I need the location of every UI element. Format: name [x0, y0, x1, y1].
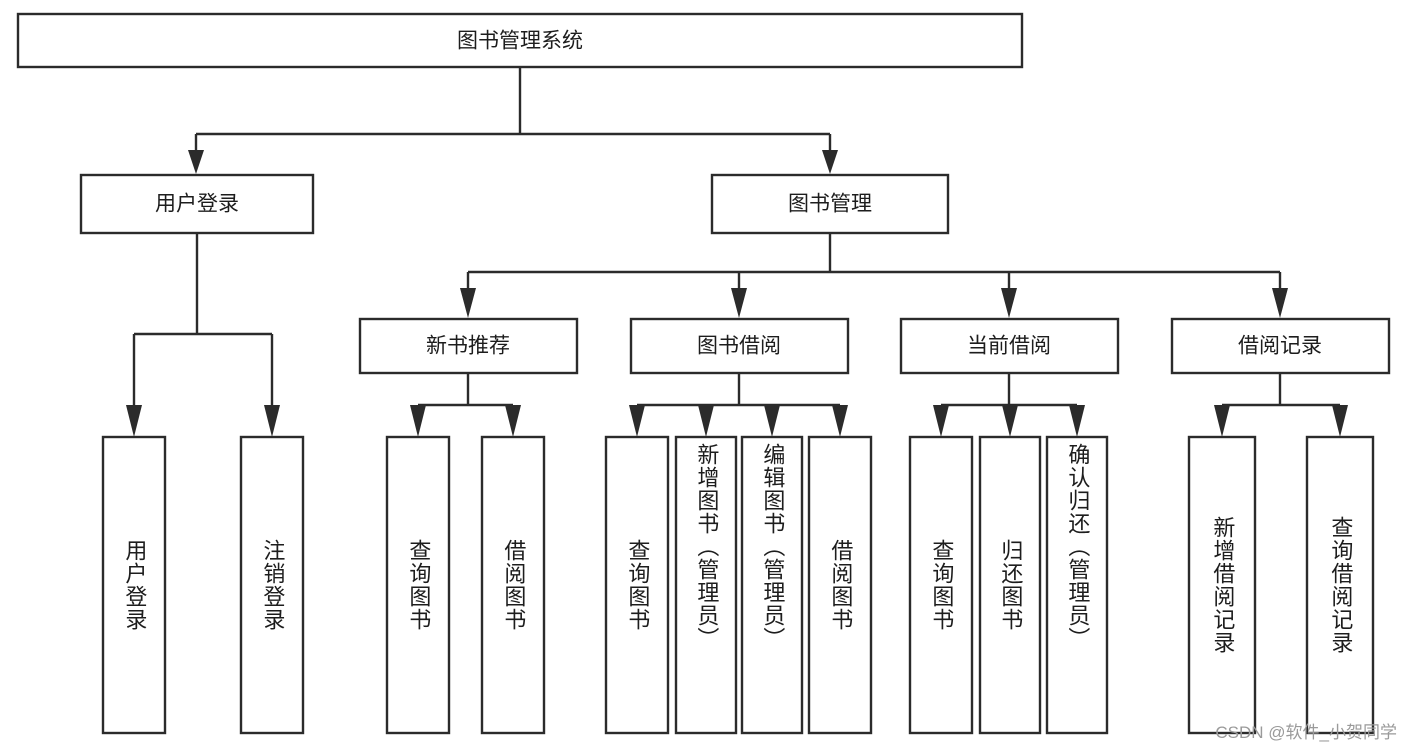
- leaf-box-query-book-3[interactable]: [908, 435, 974, 735]
- arrow-book-borrow: [731, 288, 747, 318]
- arrow-leaf-query-book-3: [933, 405, 949, 437]
- arrow-leaf-add-book-admin: [698, 405, 714, 437]
- current-borrow-label: 当前借阅: [967, 335, 1051, 358]
- current-borrow-box[interactable]: [899, 317, 1120, 375]
- arrow-leaf-logout: [264, 405, 280, 437]
- node-new-book-recommend[interactable]: 新书推荐: [358, 317, 579, 375]
- arrow-leaf-query-book-2: [629, 405, 645, 437]
- arrow-leaf-borrow-book-2: [832, 405, 848, 437]
- arrow-leaf-return-book: [1002, 405, 1018, 437]
- arrow-borrow-record: [1272, 288, 1288, 318]
- leaf-box-query-book-1[interactable]: [385, 435, 451, 735]
- node-user-login[interactable]: 用户登录: [79, 173, 315, 235]
- arrow-leaf-add-borrow-record: [1214, 405, 1230, 437]
- arrow-new-book-recommend: [460, 288, 476, 318]
- node-borrow-record[interactable]: 借阅记录: [1170, 317, 1391, 375]
- arrow-leaf-user-login: [126, 405, 142, 437]
- leaf-box-return-book[interactable]: [978, 435, 1042, 735]
- book-borrow-label: 图书借阅: [697, 335, 781, 358]
- node-book-management[interactable]: 图书管理: [710, 173, 950, 235]
- leaf-box-user-login[interactable]: [101, 435, 167, 735]
- leaf-box-query-borrow-record[interactable]: [1305, 435, 1375, 735]
- node-book-borrow[interactable]: 图书借阅: [629, 317, 850, 375]
- book-management-label: 图书管理: [788, 193, 872, 216]
- node-root[interactable]: 图书管理系统: [16, 12, 1024, 69]
- arrow-leaf-confirm-return-admin: [1069, 405, 1085, 437]
- arrow-user-login: [188, 150, 204, 174]
- book-borrow-box[interactable]: [629, 317, 850, 375]
- node-current-borrow[interactable]: 当前借阅: [899, 317, 1120, 375]
- arrow-leaf-edit-book-admin: [764, 405, 780, 437]
- borrow-record-label: 借阅记录: [1238, 335, 1322, 358]
- borrow-record-box[interactable]: [1170, 317, 1391, 375]
- arrow-leaf-borrow-book-1: [505, 405, 521, 437]
- new-book-recommend-label: 新书推荐: [426, 335, 510, 358]
- leaf-box-add-borrow-record[interactable]: [1187, 435, 1257, 735]
- arrow-book-management: [822, 150, 838, 174]
- leaf-box-borrow-book-2[interactable]: [807, 435, 873, 735]
- arrow-current-borrow: [1001, 288, 1017, 318]
- leaf-box-confirm-return-admin[interactable]: [1045, 435, 1109, 735]
- leaf-box-logout[interactable]: [239, 435, 305, 735]
- leaf-box-query-book-2[interactable]: [604, 435, 670, 735]
- root-label: 图书管理系统: [457, 30, 583, 53]
- user-login-label: 用户登录: [155, 193, 239, 216]
- arrow-leaf-query-book-1: [410, 405, 426, 437]
- leaf-box-borrow-book-1[interactable]: [480, 435, 546, 735]
- arrow-leaf-query-borrow-record: [1332, 405, 1348, 437]
- book-management-box[interactable]: [710, 173, 950, 235]
- leaf-box-edit-book-admin[interactable]: [740, 435, 804, 735]
- new-book-recommend-box[interactable]: [358, 317, 579, 375]
- root-box[interactable]: [16, 12, 1024, 69]
- leaf-box-add-book-admin[interactable]: [674, 435, 738, 735]
